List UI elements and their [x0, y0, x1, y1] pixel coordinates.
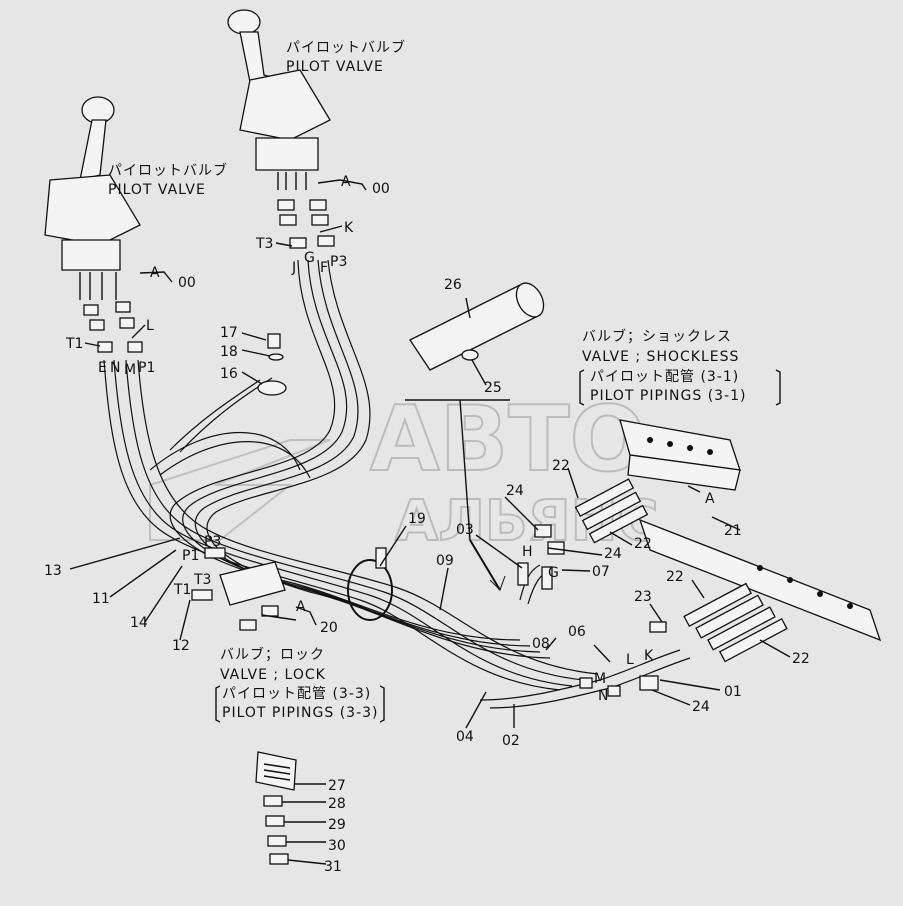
part-04: 04: [456, 729, 474, 745]
part-18: 18: [220, 344, 238, 360]
port-g-right: G: [304, 250, 315, 266]
part-30: 30: [328, 838, 346, 854]
port-t1-left: T1: [65, 336, 83, 352]
port-p3-right: P3: [330, 254, 347, 270]
part-29: 29: [328, 817, 346, 833]
part-25: 25: [484, 380, 502, 396]
port-l-bottom: L: [626, 652, 634, 668]
part-19: 19: [408, 511, 426, 527]
part-01: 01: [724, 684, 742, 700]
shockless-valve-block: [619, 419, 741, 491]
fittings-left: [83, 301, 143, 353]
port-a-left: A: [150, 265, 160, 281]
titles: パイロットバルブ PILOT VALVE パイロットバルブ PILOT VALV…: [108, 39, 781, 723]
part-28: 28: [328, 796, 346, 812]
part-numbers: 00 00 01 02 03 04 06 07 08 09 11 12 13 1…: [44, 181, 810, 875]
part-03: 03: [456, 522, 474, 538]
title-pilot-piping-31-en: PILOT PIPINGS (3-1): [590, 388, 746, 404]
part-20: 20: [320, 620, 338, 636]
part-16: 16: [220, 366, 238, 382]
port-p1-left: P1: [138, 360, 155, 376]
port-m-bottom: M: [594, 671, 606, 687]
port-p3-lock: P3: [204, 534, 221, 550]
port-t3-right: T3: [255, 236, 273, 252]
part-02: 02: [502, 733, 520, 749]
part-23: 23: [634, 589, 652, 605]
part-00-left: 00: [178, 275, 196, 291]
port-h: H: [522, 544, 533, 560]
fittings-right: [277, 199, 335, 249]
port-a-block: A: [705, 491, 715, 507]
port-n-bottom: N: [598, 688, 608, 704]
part-09: 09: [436, 553, 454, 569]
pilot-valve-right: [227, 9, 331, 190]
port-m-left: M: [124, 362, 136, 378]
part-11: 11: [92, 591, 110, 607]
accumulators-lower: [683, 582, 788, 663]
port-k: K: [344, 220, 354, 236]
part-22-c: 22: [666, 569, 684, 585]
port-k-bottom: K: [644, 648, 654, 664]
port-e: E: [98, 360, 107, 376]
port-f: F: [320, 260, 328, 276]
bracket: [638, 518, 882, 642]
watermark-line1: АВТО: [370, 387, 646, 492]
port-l: L: [146, 318, 154, 334]
port-n-left: N: [110, 360, 120, 376]
part-26: 26: [444, 277, 462, 293]
clamp-16: [257, 333, 287, 396]
port-labels: A A A A T1 E N M P1 L T3 J G F P3 K P3 P…: [65, 174, 715, 704]
accumulators-upper: [574, 478, 649, 544]
port-t3-lock: T3: [193, 572, 211, 588]
part-07: 07: [592, 564, 610, 580]
title-valve-shockless-jp: バルブ；ショックレス: [582, 328, 732, 345]
part-24-c: 24: [692, 699, 710, 715]
title-valve-lock-en: VALVE ; LOCK: [220, 667, 326, 683]
part-13: 13: [44, 563, 62, 579]
port-a-right: A: [341, 174, 351, 190]
port-t1-lock: T1: [173, 582, 191, 598]
part-22-d: 22: [792, 651, 810, 667]
fittings-misc: [517, 524, 667, 697]
part-27: 27: [328, 778, 346, 794]
title-pilot-piping-31-jp: パイロット配管 (3-1): [590, 369, 739, 385]
part-00-right: 00: [372, 181, 390, 197]
title-valve-shockless-en: VALVE ; SHOCKLESS: [582, 349, 739, 365]
part-31: 31: [324, 859, 342, 875]
port-a-lock: A: [296, 599, 306, 615]
part-24-b: 24: [604, 546, 622, 562]
part-08: 08: [532, 636, 550, 652]
part-22-b: 22: [634, 536, 652, 552]
title-valve-lock-jp: バルブ；ロック: [220, 646, 325, 663]
part-06: 06: [568, 624, 586, 640]
part-14: 14: [130, 615, 148, 631]
title-pilot-piping-33-en: PILOT PIPINGS (3-3): [222, 705, 378, 721]
port-p1-lock: P1: [182, 548, 199, 564]
title-pilot-valve-left-jp: パイロットバルブ: [108, 162, 228, 179]
part-21: 21: [724, 523, 742, 539]
title-pilot-valve-right-en: PILOT VALVE: [286, 59, 384, 75]
part-12: 12: [172, 638, 190, 654]
title-pilot-valve-left-en: PILOT VALVE: [108, 182, 206, 198]
port-g-mid: G: [548, 565, 559, 581]
title-pilot-valve-right-jp: パイロットバルブ: [286, 39, 406, 56]
port-j: J: [291, 260, 296, 276]
part-22-a: 22: [552, 458, 570, 474]
labels-27-31: [255, 751, 297, 865]
leader-lines: [69, 179, 791, 865]
part-17: 17: [220, 325, 238, 341]
part-24-a: 24: [506, 483, 524, 499]
cylinder-26: [405, 282, 545, 591]
title-pilot-piping-33-jp: パイロット配管 (3-3): [222, 686, 371, 702]
lock-valve: [191, 547, 286, 631]
pilot-valve-left: [44, 96, 141, 300]
